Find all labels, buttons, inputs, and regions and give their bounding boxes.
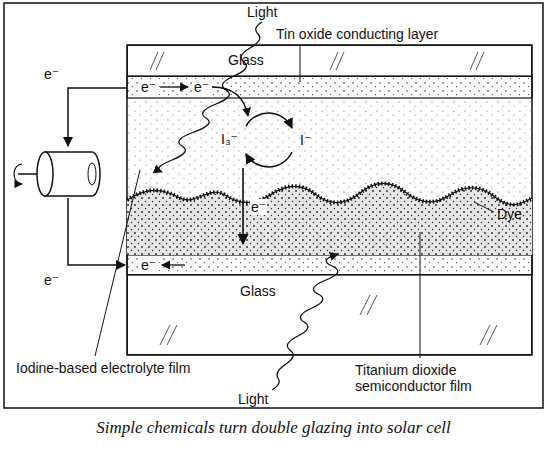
layer-label: Tin oxide conducting layer bbox=[276, 26, 438, 42]
dye-label: Dye bbox=[497, 206, 522, 222]
cell-housing bbox=[127, 45, 532, 355]
glass-pane: Glass bbox=[127, 274, 532, 355]
circuit-wire bbox=[68, 88, 127, 146]
leader-line bbox=[95, 170, 140, 356]
electrolyte-label: Iodine-based electrolyte film bbox=[16, 360, 190, 376]
glass-label: Glass bbox=[228, 52, 264, 68]
ion-label: I₃⁻ bbox=[221, 131, 238, 147]
light-label: Light bbox=[247, 4, 277, 20]
circuit-wire bbox=[68, 198, 125, 265]
light-label: Light bbox=[238, 391, 268, 407]
electron-label: e⁻ bbox=[44, 66, 59, 82]
motor-symbol bbox=[14, 152, 100, 196]
electron-label: e⁻ bbox=[140, 79, 157, 95]
semiconductor-label: Titanium dioxide semiconductor film bbox=[355, 362, 530, 394]
glass-pane: Glass bbox=[127, 45, 532, 77]
electron-label: e⁻ bbox=[44, 272, 59, 288]
tin-oxide-layer bbox=[127, 76, 532, 98]
dye-layer bbox=[127, 183, 532, 204]
redox-cycle bbox=[246, 152, 292, 167]
redox-cycle bbox=[246, 113, 292, 128]
electron-arrow bbox=[242, 168, 244, 244]
ion-label: I⁻ bbox=[300, 132, 311, 148]
titanium-dioxide-film bbox=[127, 183, 532, 255]
electron-arrow bbox=[212, 87, 248, 116]
glass-label: Glass bbox=[240, 283, 276, 299]
picture-frame bbox=[4, 3, 543, 408]
electron-label: e⁻ bbox=[193, 79, 210, 95]
caption: Simple chemicals turn double glazing int… bbox=[0, 418, 547, 438]
titanium-dioxide-texture bbox=[127, 183, 532, 255]
leader-line bbox=[474, 202, 494, 212]
electron-label: e⁻ bbox=[250, 199, 267, 215]
dye-edge bbox=[127, 183, 532, 204]
electron-label: e⁻ bbox=[140, 257, 157, 273]
electron-arrow bbox=[160, 86, 188, 87]
leader-line bbox=[420, 232, 421, 358]
electron-arrow bbox=[162, 264, 185, 265]
glass-hatching bbox=[150, 52, 497, 345]
